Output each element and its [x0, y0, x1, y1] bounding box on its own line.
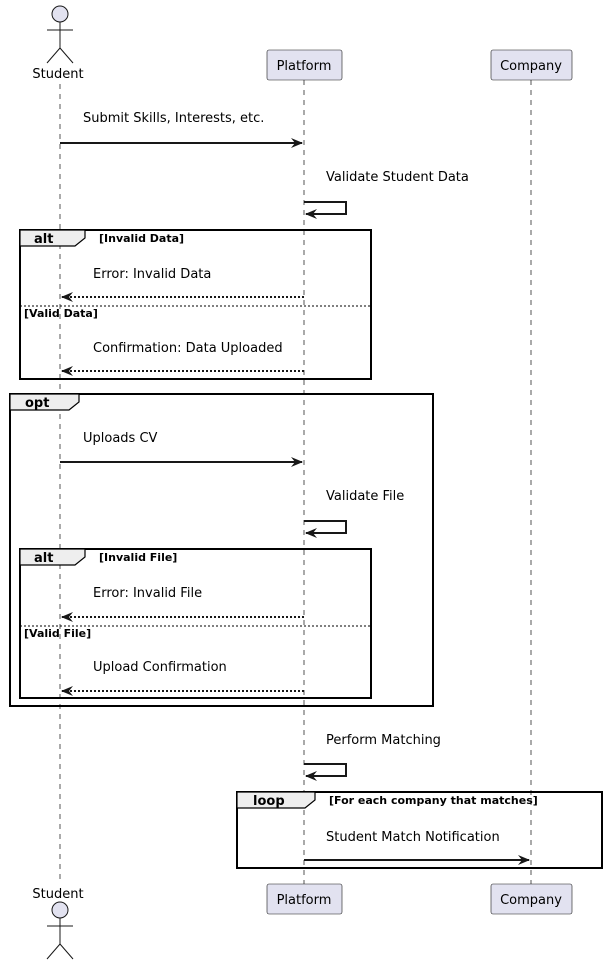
self-arrow-perform-matching [304, 763, 347, 781]
student-actor-bottom: Student [32, 887, 84, 960]
message-label-validate-file: Validate File [326, 489, 404, 504]
message-label-upload-confirm: Upload Confirmation [93, 660, 227, 675]
message-label-validate-student: Validate Student Data [326, 170, 469, 185]
self-arrow-validate-student [304, 201, 347, 219]
opt-frame: opt Uploads CV Validate File alt [Invali… [9, 393, 434, 707]
self-arrow-validate-file [304, 520, 347, 538]
loop-keyword: loop [253, 794, 285, 809]
else-guard-valid-data: [Valid Data] [24, 307, 98, 320]
student-label-bottom: Student [32, 887, 83, 902]
actor-head-icon [51, 5, 69, 23]
alt-frame-data: alt [Invalid Data] Error: Invalid Data [… [19, 229, 372, 380]
actor-head-icon-bottom [51, 901, 69, 919]
message-label-uploads-cv: Uploads CV [83, 431, 158, 446]
alt-frame-file: alt [Invalid File] Error: Invalid File [… [19, 548, 372, 699]
company-label-top: Company [500, 59, 562, 74]
loop-guard: [For each company that matches] [329, 794, 538, 807]
message-label-error-invalid-data: Error: Invalid Data [93, 267, 211, 282]
message-label-match-notification: Student Match Notification [326, 830, 500, 845]
platform-box-bottom: Platform [266, 883, 343, 915]
student-actor-top: Student [32, 5, 84, 82]
opt-keyword: opt [25, 396, 49, 411]
company-label-bottom: Company [500, 893, 562, 908]
message-label-submit: Submit Skills, Interests, etc. [83, 111, 264, 126]
company-box-top: Company [490, 49, 573, 81]
platform-label-bottom: Platform [277, 893, 332, 908]
alt-guard-invalid-file: [Invalid File] [99, 551, 177, 564]
alt-guard-invalid-data: [Invalid Data] [99, 232, 184, 245]
company-box-bottom: Company [490, 883, 573, 915]
message-label-perform-matching: Perform Matching [326, 733, 441, 748]
platform-box-top: Platform [266, 49, 343, 81]
alt-keyword-file: alt [34, 551, 53, 566]
student-label-top: Student [32, 67, 83, 82]
platform-label-top: Platform [277, 59, 332, 74]
loop-frame: loop [For each company that matches] Stu… [236, 791, 603, 869]
message-label-error-invalid-file: Error: Invalid File [93, 586, 202, 601]
alt-keyword: alt [34, 232, 53, 247]
message-label-confirm-data: Confirmation: Data Uploaded [93, 341, 283, 356]
else-guard-valid-file: [Valid File] [24, 627, 91, 640]
